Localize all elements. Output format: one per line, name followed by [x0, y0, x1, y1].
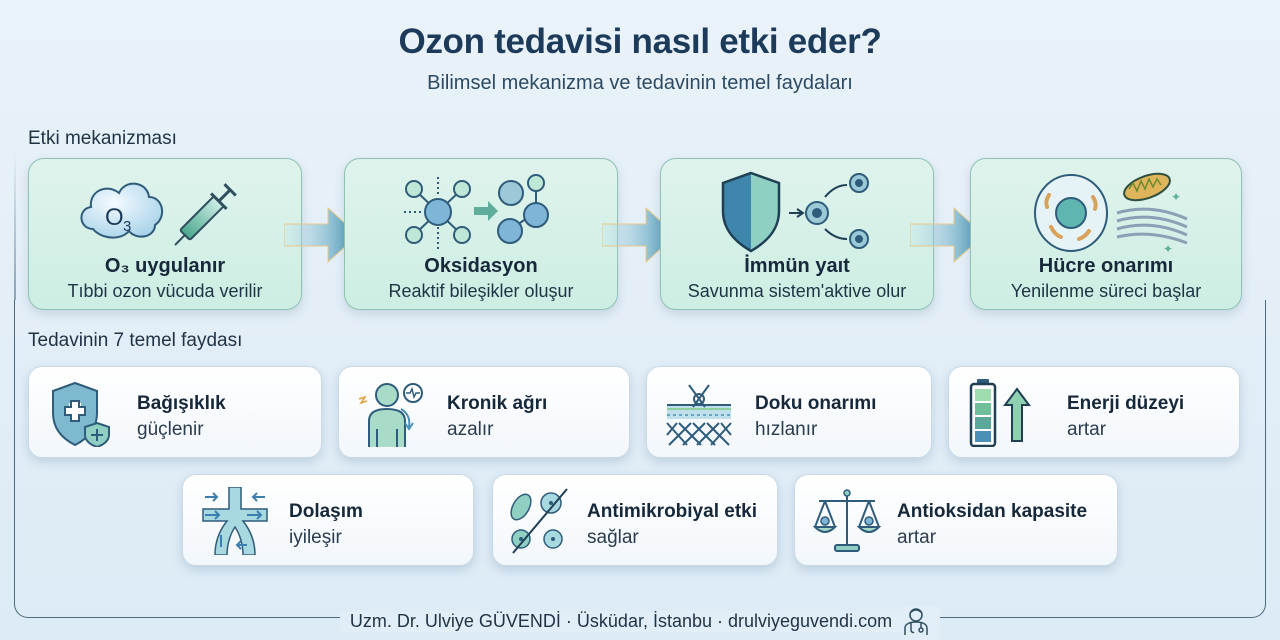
mechanism-step-desc: Tıbbi ozon vücuda verilir [67, 281, 263, 301]
benefit-sub: iyileşir [289, 527, 342, 548]
ozone-syringe-icon: O 3 [29, 167, 301, 257]
page-title: Ozon tedavisi nasıl etki eder? [398, 22, 882, 61]
mechanism-step-desc: Reaktif bileşikler oluşur [388, 281, 574, 301]
benefit-energy: Enerji düzeyi artar [948, 366, 1240, 458]
flow-arrow-icon [284, 206, 359, 264]
benefit-sub: artar [897, 527, 937, 548]
mechanism-step-desc: Savunma sistem'aktive olur [687, 281, 907, 301]
benefit-title: Dolaşım [289, 501, 363, 522]
blood-vessel-icon [202, 487, 268, 555]
benefit-sub: artar [1067, 419, 1107, 440]
mechanism-step-title: İmmün yaıt [744, 255, 850, 277]
shield-immune-cells-icon [661, 167, 933, 257]
benefit-antioxidant: Antioksidan kapasite artar [794, 474, 1118, 566]
svg-text:✦: ✦ [1171, 190, 1181, 204]
microbe-slash-icon [510, 488, 568, 554]
svg-text:3: 3 [123, 218, 131, 235]
mechanism-step-oxidation: Oksidasyon Reaktif bileşikler oluşur [344, 158, 618, 310]
benefit-sub: sağlar [587, 527, 639, 548]
svg-text:✦: ✦ [1163, 242, 1173, 256]
svg-text:O: O [105, 204, 124, 231]
benefit-immunity: Bağışıklık güçlenir [28, 366, 322, 458]
benefit-title: Doku onarımı [755, 393, 877, 414]
cell-repair-icon: ✦ ✦ [971, 167, 1241, 257]
mechanism-step-title: O₃ uygulanır [104, 255, 226, 277]
mechanism-section-label: Etki mekanizması [28, 128, 177, 149]
benefit-title: Enerji düzeyi [1067, 393, 1185, 414]
flow-arrow-icon [910, 206, 985, 264]
footer: Uzm. Dr. Ulviye GÜVENDİ · Üsküdar, İstan… [0, 606, 1280, 640]
benefit-title: Bağışıklık [137, 393, 226, 414]
balance-scale-icon [813, 489, 881, 552]
tissue-mesh-icon [666, 384, 732, 446]
benefits-section-label: Tedavinin 7 temel faydası [28, 330, 243, 351]
frame-edge [14, 150, 16, 300]
benefit-sub: hızlanır [755, 419, 818, 440]
battery-up-icon [969, 379, 1031, 447]
shield-plus-icon [52, 381, 110, 447]
benefit-tissue-repair: Doku onarımı hızlanır [646, 366, 932, 458]
footer-credit: Uzm. Dr. Ulviye GÜVENDİ · Üsküdar, İstan… [339, 611, 903, 632]
page-subtitle: Bilimsel mekanizma ve tedavinin temel fa… [427, 72, 853, 94]
mechanism-step-cell-repair: ✦ ✦ Hücre onarımı Yenilenme süreci başla… [970, 158, 1242, 310]
mechanism-step-title: Hücre onarımı [1038, 255, 1174, 277]
benefit-circulation: Dolaşım iyileşir [182, 474, 474, 566]
benefit-sub: azalır [447, 419, 494, 440]
benefit-title: Kronik ağrı [447, 393, 548, 414]
doctor-icon [902, 606, 941, 640]
benefit-antimicrobial: Antimikrobiyal etki sağlar [492, 474, 778, 566]
mechanism-step-desc: Yenilenme süreci başlar [1010, 281, 1202, 301]
benefit-title: Antioksidan kapasite [897, 501, 1088, 522]
benefit-chronic-pain: Kronik ağrı azalır [338, 366, 630, 458]
mechanism-step-immune: İmmün yaıt Savunma sistem'aktive olur [660, 158, 934, 310]
mechanism-step-title: Oksidasyon [424, 255, 538, 277]
person-pain-icon [358, 383, 423, 447]
benefit-title: Antimikrobiyal etki [587, 501, 757, 522]
molecule-reaction-icon [345, 167, 617, 257]
mechanism-step-ozone: O 3 O₃ uygulanır Tıbbi ozon vücuda veril… [28, 158, 302, 310]
benefit-sub: güçlenir [137, 419, 204, 440]
